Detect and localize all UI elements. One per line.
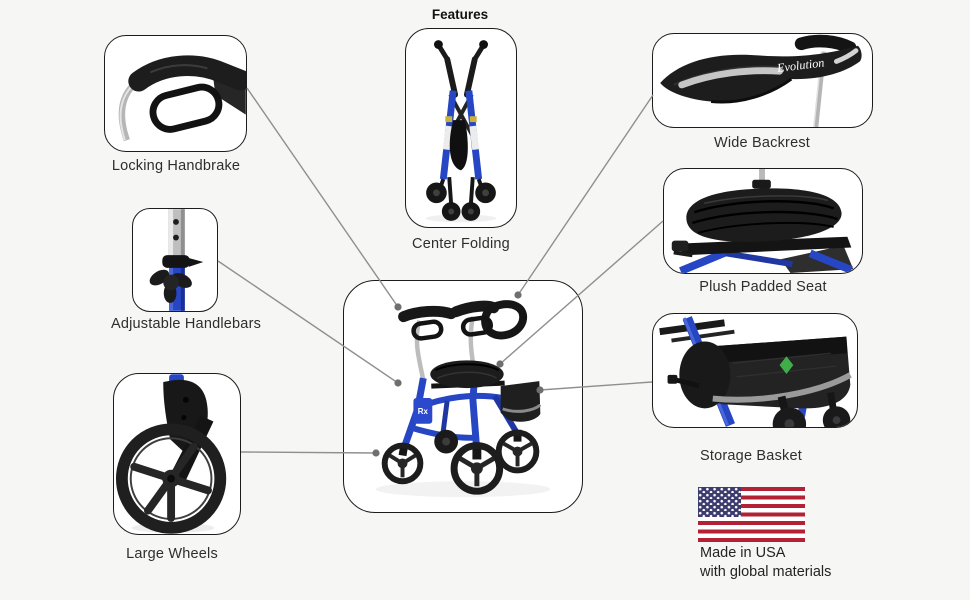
feature-label-large-wheels: Large Wheels (126, 546, 218, 562)
wide-backrest-image: Evolution (660, 34, 862, 127)
connector-line-wide-backrest (517, 94, 654, 296)
rollator-main-image: Rx (375, 300, 551, 498)
feature-card-storage-basket (652, 313, 858, 428)
locking-handbrake-image (118, 55, 246, 142)
feature-label-center-folding: Center Folding (412, 236, 510, 252)
feature-card-wide-backrest: Evolution (652, 33, 873, 128)
plush-padded-seat-image (671, 169, 854, 273)
feature-card-adjustable-handlebars (132, 208, 218, 312)
us-flag-icon (698, 487, 805, 542)
feature-label-storage-basket: Storage Basket (700, 448, 802, 464)
feature-label-wide-backrest: Wide Backrest (713, 135, 811, 151)
made-in-usa-text: Made in USA (700, 545, 786, 561)
us-flag-canton (698, 487, 741, 517)
feature-label-adjustable-handlebars: Adjustable Handlebars (110, 316, 262, 332)
connector-line-locking-handbrake (246, 87, 399, 308)
global-materials-text: with global materials (700, 564, 832, 580)
features-title: Features (431, 7, 489, 22)
feature-card-center-folding (405, 28, 517, 228)
feature-card-large-wheels (113, 373, 241, 535)
feature-label-plush-padded-seat: Plush Padded Seat (699, 279, 827, 295)
feature-card-plush-padded-seat (663, 168, 863, 274)
frame-tag-text: Rx (418, 407, 429, 416)
feature-card-locking-handbrake (104, 35, 247, 152)
storage-basket-image (659, 316, 852, 427)
adjustable-handlebars-image (149, 209, 204, 311)
large-wheels-image (115, 374, 227, 534)
product-main-card: Rx (343, 280, 583, 513)
feature-label-locking-handbrake: Locking Handbrake (111, 158, 241, 174)
backrest-brand-text: Evolution (775, 55, 825, 75)
center-folding-image (425, 40, 497, 223)
